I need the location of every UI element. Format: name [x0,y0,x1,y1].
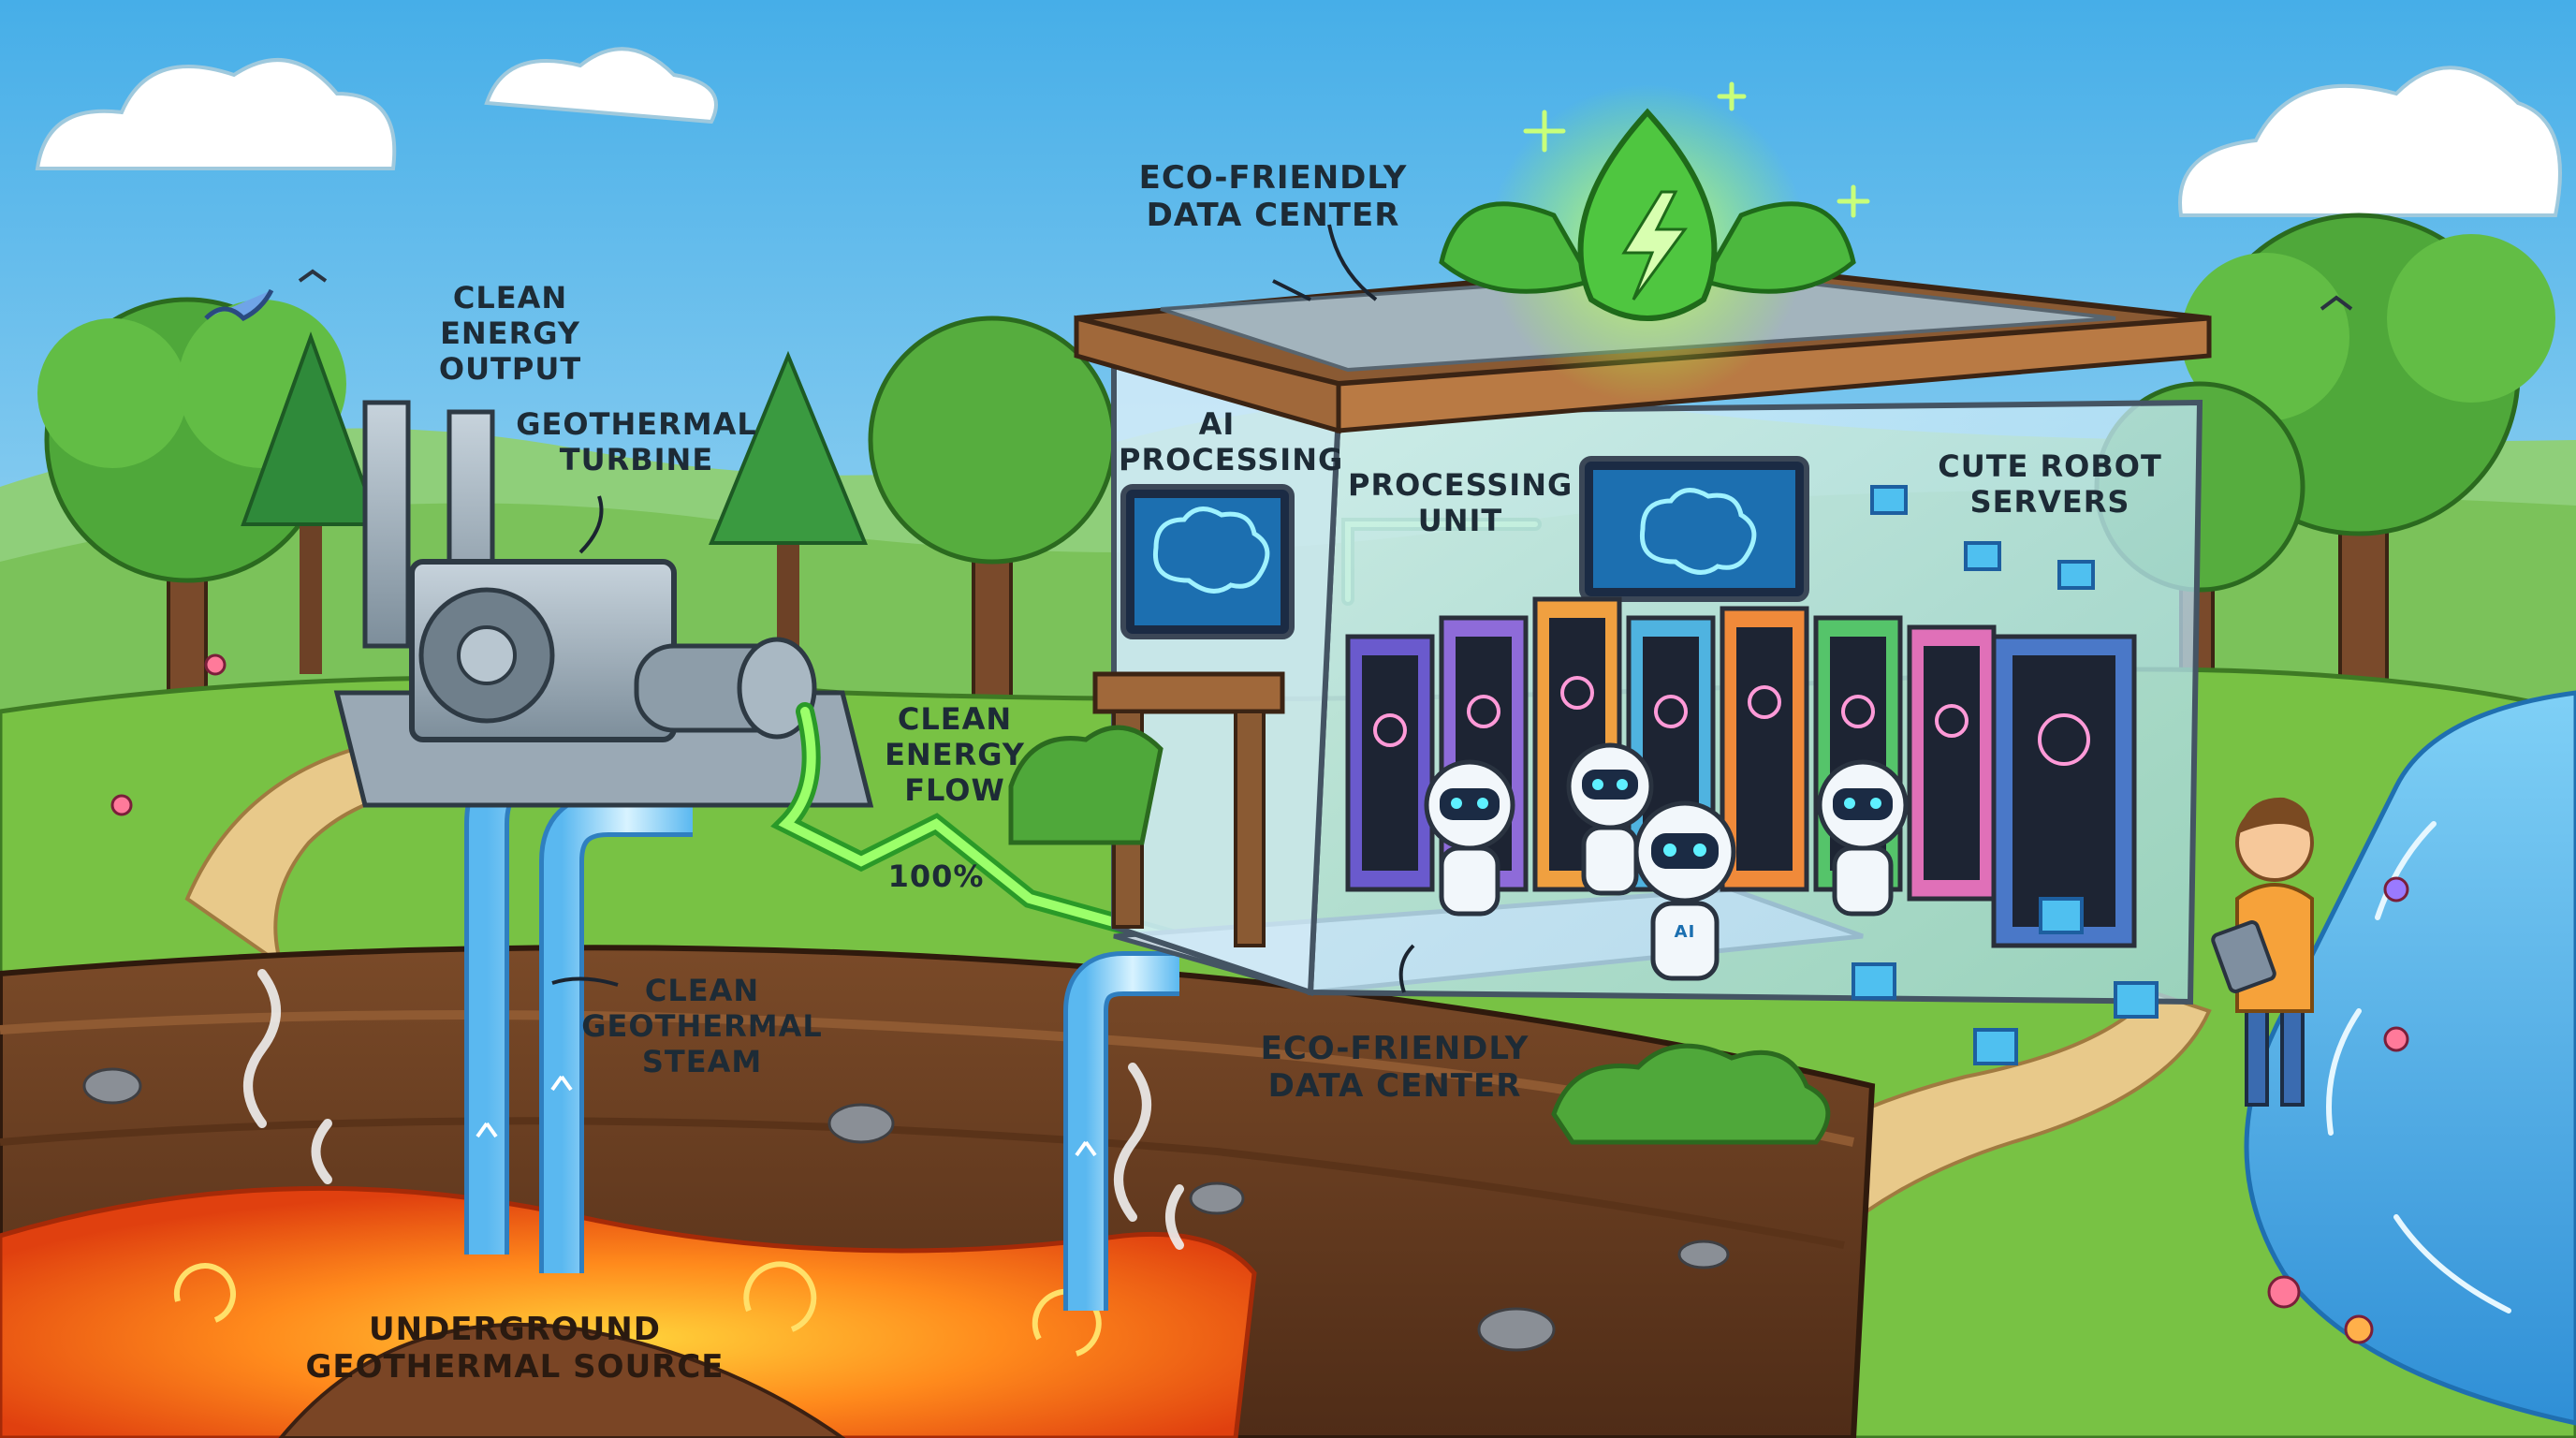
label-line: GEOTHERMAL [516,406,757,442]
processing-unit-screen [1579,456,1809,602]
cloud-icon [484,47,718,125]
label-line: CLEAN [644,973,760,1008]
label-line: SERVERS [1969,483,2130,520]
brain-icon [1639,488,1757,575]
label-line: ENERGY [885,736,1025,772]
label-line: DATA CENTER [1146,197,1400,235]
steam-icon [243,969,1184,1250]
pine-tree [241,331,381,674]
flower-icon [110,653,2409,1344]
brain-icon [1152,506,1270,594]
label-line: FLOW [904,771,1005,808]
label-line: ECO-FRIENDLY [1138,159,1408,197]
label-clean-energy-output: CLEAN ENERGY OUTPUT [384,280,637,387]
cloud-icon [35,58,397,170]
label-clean-energy-flow: CLEAN ENERGY FLOW [871,701,1039,808]
label-line: DATA CENTER [1267,1067,1522,1106]
label-processing-unit: PROCESSING UNIT [1348,467,1573,539]
bird-icon [204,288,274,322]
label-underground-source: UNDERGROUND GEOTHERMAL SOURCE [290,1311,739,1386]
label-cute-robot-servers: CUTE ROBOT SERVERS [1910,448,2190,521]
robot-icon [1633,800,1736,981]
label-line: OUTPUT [438,350,582,387]
data-blocks [1852,485,2159,1065]
label-line: UNDERGROUND [369,1311,661,1348]
power-plant [333,400,874,808]
label-line: GEOTHERMAL [581,1007,823,1044]
robot-badge: AI [1674,922,1696,942]
robot-icon [1817,759,1909,917]
robot-icon [1424,759,1515,917]
label-clean-geothermal-steam: CLEAN GEOTHERMAL STEAM [580,973,824,1079]
label-eco-friendly-top: ECO-FRIENDLY DATA CENTER [1119,159,1427,234]
river [2244,690,2576,1426]
label-line: ECO-FRIENDLY [1260,1030,1530,1067]
label-line: CLEAN ENERGY [440,280,580,351]
label-line: STEAM [641,1043,763,1079]
label-line: GEOTHERMAL SOURCE [305,1348,724,1387]
label-line: PROCESSING [1348,467,1573,503]
label-ai-processing: AI PROCESSING [1119,406,1344,478]
label-line: CLEAN [897,701,1013,737]
person-with-tablet [2235,797,2314,1107]
label-geothermal-turbine: GEOTHERMAL TURBINE [505,406,768,478]
label-eco-friendly-bottom: ECO-FRIENDLY DATA CENTER [1245,1030,1544,1105]
leaf-energy-icon [1439,81,1870,403]
label-line: TURBINE [559,441,714,477]
label-line: AI [1198,406,1236,442]
label-percent: 100% [887,858,985,894]
label-line: CUTE ROBOT [1938,448,2162,484]
tablet-icon [2211,920,2276,993]
lava-pool [0,1185,1257,1438]
label-line: UNIT [1417,502,1503,538]
label-line: PROCESSING [1119,441,1344,477]
robot-icon [1566,742,1654,896]
cloud-icon [2178,66,2562,217]
